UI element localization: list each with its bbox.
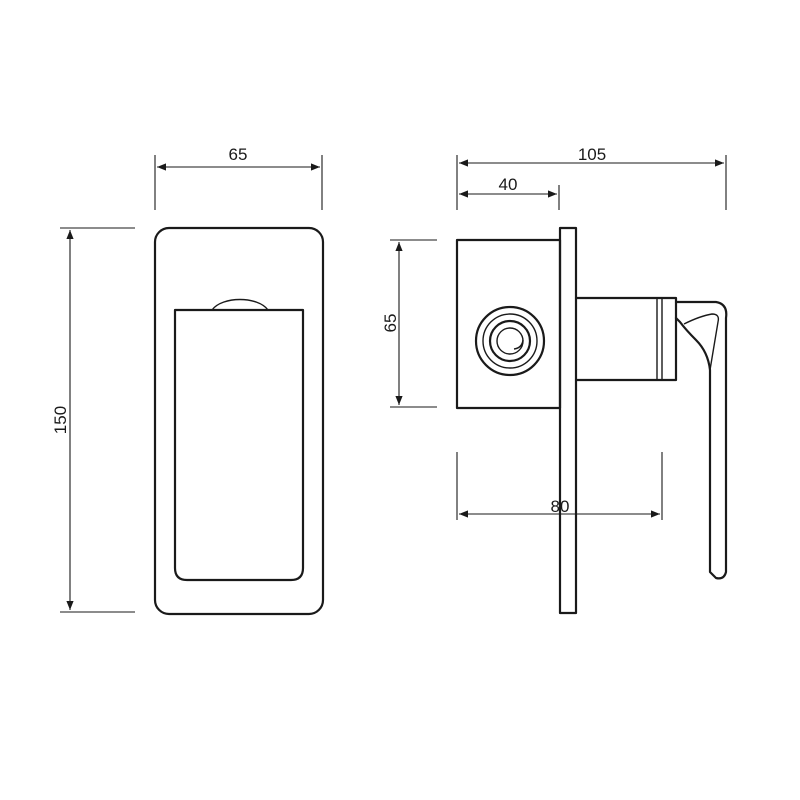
side-cartridge (474, 305, 546, 377)
cartridge-mid-ring (482, 313, 538, 369)
side-body-depth-label: 40 (499, 175, 518, 194)
side-view: 105 40 65 80 (381, 145, 728, 615)
side-total-depth-dimension: 105 (456, 145, 727, 210)
side-body-height-dimension: 65 (381, 239, 437, 408)
front-knob-top (211, 298, 269, 311)
cartridge-inner-ring (488, 319, 532, 363)
cartridge-notch (513, 339, 524, 350)
front-handle (173, 308, 305, 582)
cartridge-core (496, 327, 524, 355)
front-height-dimension: 150 (51, 227, 135, 613)
front-height-label: 150 (51, 406, 70, 434)
side-cover-plate (558, 226, 578, 615)
cartridge-outer-ring (474, 305, 546, 377)
side-lever-handle (674, 300, 728, 580)
side-spindle-length-dimension: 80 (456, 452, 663, 520)
side-lever-inner (683, 313, 720, 371)
side-body (455, 238, 562, 410)
front-width-dimension: 65 (154, 145, 323, 210)
side-body-depth-dimension: 40 (459, 175, 560, 210)
side-spindle-length-label: 80 (551, 497, 570, 516)
front-width-label: 65 (229, 145, 248, 164)
front-cover-plate (153, 226, 325, 616)
side-spindle (574, 296, 678, 382)
side-total-depth-label: 105 (578, 145, 606, 164)
side-body-height-label: 65 (381, 314, 400, 333)
front-view: 65 150 (51, 145, 325, 616)
